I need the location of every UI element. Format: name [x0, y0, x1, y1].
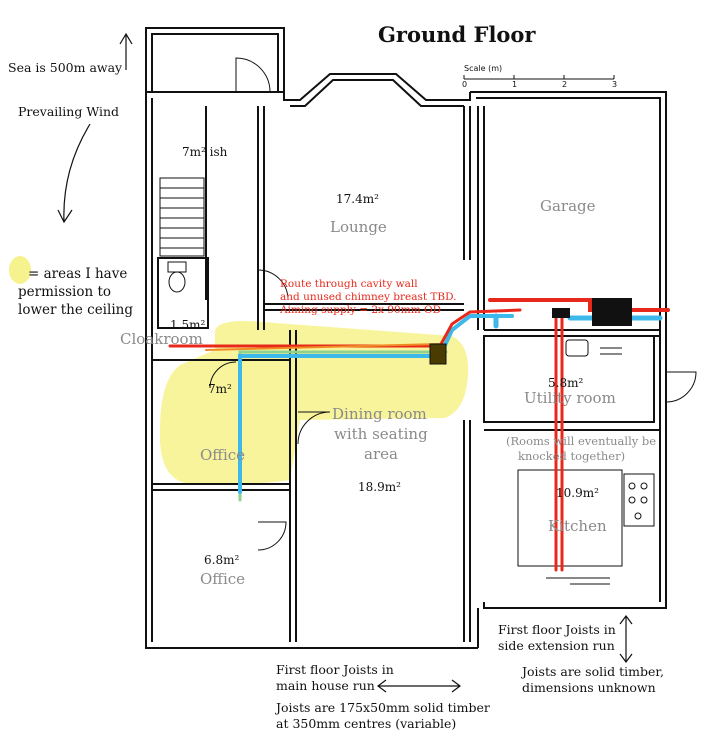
lounge-area: 17.4m² [336, 192, 379, 206]
north-arrow-icon [119, 32, 133, 70]
mvhr-splitter [552, 308, 570, 318]
utility-name: Utility room [524, 389, 616, 407]
scale-tick: 0 [462, 80, 468, 89]
route-note-line: Aiming supply = 2x 90mm OD [280, 304, 442, 316]
scale-bar [463, 75, 615, 80]
scale-label: Scale (m) [464, 64, 503, 73]
knock-note-line: knocked together) [518, 449, 626, 463]
kitchen-fittings [517, 339, 655, 585]
legend-highlight-swatch [9, 256, 31, 284]
side-joist-arrow-icon [619, 615, 633, 663]
cloakroom-name: Cloakroom [120, 330, 203, 348]
kitchen-name: Kitchen [548, 517, 607, 535]
ceiling-highlight-zones [9, 256, 469, 485]
legend-line: permission to [18, 284, 112, 300]
joists-side-spec-line: dimensions unknown [522, 680, 656, 695]
mvhr-main-unit [592, 298, 632, 326]
knock-note-line: (Rooms will eventually be [506, 434, 657, 448]
scale-tick: 3 [612, 80, 618, 89]
highlight-zone-main [159, 321, 469, 485]
hall-area: 7m² ish [182, 145, 228, 159]
stairs [159, 177, 205, 257]
wind-arrow-icon [57, 123, 91, 224]
utility-area: 5.8m² [548, 376, 584, 390]
joists-main-line: First floor Joists in [276, 662, 394, 677]
dining-area: 18.9m² [358, 480, 401, 494]
joists-main-line: main house run [276, 678, 375, 693]
wind-note: Prevailing Wind [18, 104, 119, 119]
joists-main-spec-line: Joists are 175x50mm solid timber [276, 700, 490, 715]
garage-name: Garage [540, 197, 596, 215]
scale-tick: 2 [562, 80, 568, 89]
route-note-line: and unused chimney breast TBD. [280, 291, 457, 303]
joists-side-line: side extension run [498, 638, 615, 653]
extract-duct [238, 314, 514, 494]
cloakroom-area: 1.5m² [170, 318, 206, 332]
doors [209, 57, 697, 551]
joists-main-spec-line: at 350mm centres (variable) [276, 716, 457, 731]
walls [145, 27, 667, 649]
toilet-icon [167, 261, 187, 293]
scale-tick: 1 [512, 80, 518, 89]
arrows [57, 32, 633, 693]
main-joist-arrow-icon [377, 679, 461, 693]
dining-plenum [429, 343, 447, 365]
sea-note: Sea is 500m away [8, 60, 123, 75]
office-top-area: 7m² [208, 382, 232, 396]
legend-line: lower the ceiling [18, 302, 133, 318]
page-title: Ground Floor [378, 22, 536, 47]
office-top-name: Office [200, 446, 246, 464]
mvhr-units [429, 298, 632, 365]
legend-line: = areas I have [28, 266, 128, 282]
joists-side-line: First floor Joists in [498, 622, 616, 637]
joists-side-spec-line: Joists are solid timber, [522, 664, 664, 679]
office-bottom-area: 6.8m² [204, 553, 240, 567]
kitchen-area: 10.9m² [556, 486, 599, 500]
office-bottom-name: Office [200, 570, 246, 588]
dining-name-line: with seating [334, 425, 428, 443]
dining-name-line: Dining room [332, 405, 427, 423]
dining-name-line: area [364, 445, 398, 463]
route-note-line: Route through cavity wall [280, 278, 418, 290]
lounge-name: Lounge [330, 218, 387, 236]
